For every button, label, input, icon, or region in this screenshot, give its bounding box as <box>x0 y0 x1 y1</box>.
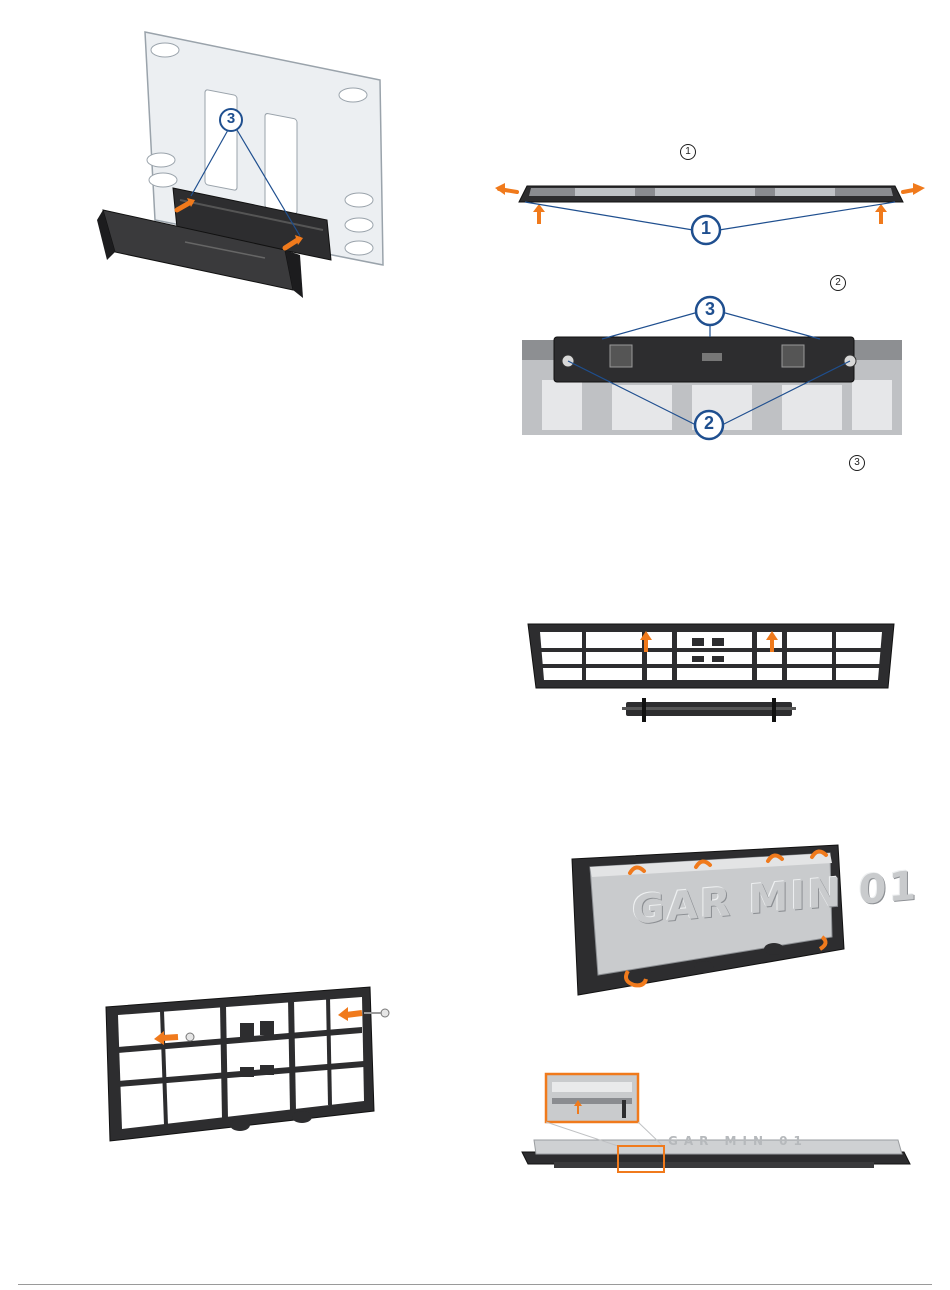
figure-bracket-detail: 3 2 <box>482 295 922 445</box>
callout-2-fig3: 2 <box>698 413 720 434</box>
figure-frame-attach-bracket-drawing <box>522 618 902 728</box>
plate-text-fig7: GAR MIN 01 <box>668 1134 808 1148</box>
callout-1-fig2: 1 <box>695 218 717 239</box>
footer-rule <box>18 1284 932 1285</box>
figure-frame-screws <box>100 985 395 1145</box>
inline-ref-1: 1 <box>679 141 697 159</box>
callout-3-fig1: 3 <box>224 110 238 127</box>
figure-plate-insert: GAR MIN 01 <box>568 845 848 1005</box>
figure-mount-plate-bracket: 3 <box>95 20 405 315</box>
callout-3-fig3: 3 <box>699 299 721 320</box>
figure-frame-extend: 1 <box>495 168 925 248</box>
inline-ref-2: 2 <box>829 272 847 290</box>
inline-ref-3: 3 <box>848 452 866 470</box>
figure-frame-screws-drawing <box>100 985 395 1145</box>
figure-mount-plate-bracket-drawing <box>95 20 405 315</box>
figure-plate-assembled: GAR MIN 01 <box>518 1070 918 1190</box>
figure-frame-attach-bracket <box>522 618 902 728</box>
figure-plate-assembled-drawing <box>518 1070 918 1190</box>
